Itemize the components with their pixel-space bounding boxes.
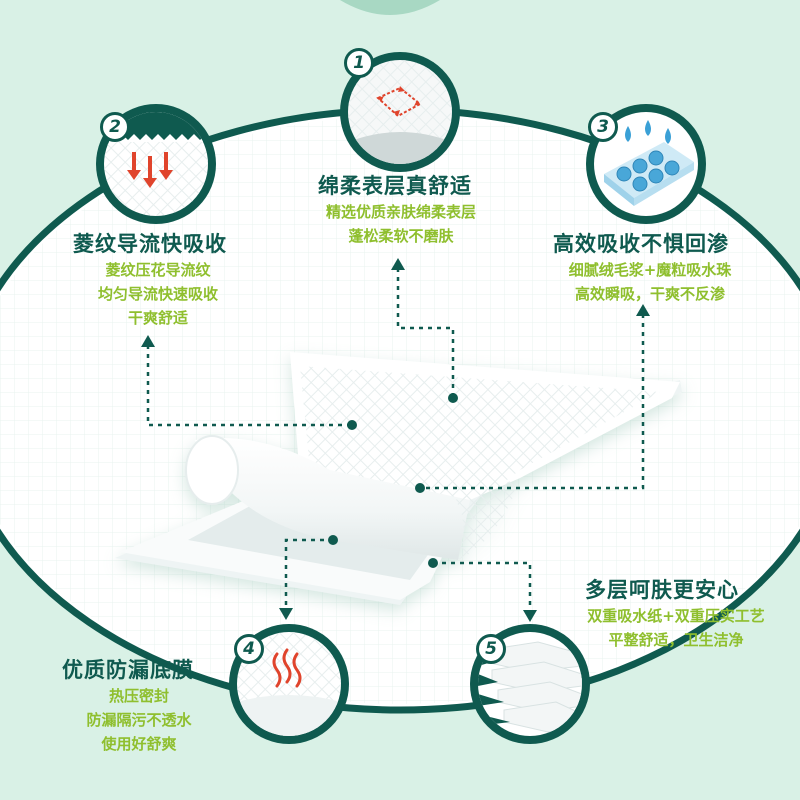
- soft-surface-icon: [348, 60, 452, 164]
- product-pad: [115, 352, 682, 605]
- feature-4-line: 使用好舒爽: [101, 735, 177, 753]
- leader-dot: [347, 420, 357, 430]
- feature-5-line: 平整舒适，卫生洁净: [608, 631, 744, 649]
- arrow-down: [523, 610, 537, 622]
- feature-2-line: 均匀导流快速吸收: [97, 285, 218, 303]
- arrow-up: [141, 335, 155, 347]
- feature-2-description: 菱纹压花导流纹 均匀导流快速吸收 干爽舒适: [63, 258, 253, 330]
- feature-3-number: 3: [588, 112, 618, 142]
- feature-1-line: 蓬松柔软不磨肤: [348, 227, 454, 245]
- feature-5-number: 5: [476, 634, 506, 664]
- feature-4-line: 热压密封: [108, 687, 169, 705]
- arrow-up: [636, 304, 650, 316]
- feature-3-title: 高效吸收不惧回渗: [553, 232, 729, 256]
- leaf-decoration: [340, 0, 440, 15]
- feature-2-circle: [96, 104, 216, 224]
- arrow-down: [279, 608, 293, 620]
- feature-1-circle: [340, 52, 460, 172]
- feature-2-number: 2: [100, 112, 130, 142]
- leader-lines: [146, 268, 645, 612]
- feature-4-description: 热压密封 防漏隔污不透水 使用好舒爽: [44, 684, 234, 756]
- feature-4-line: 防漏隔污不透水: [86, 711, 192, 729]
- arrow-up: [391, 258, 405, 270]
- feature-3-line: 细腻绒毛浆+魔粒吸水珠: [568, 261, 732, 279]
- feature-2-line: 干爽舒适: [127, 309, 188, 327]
- leader-dot: [448, 393, 458, 403]
- absorbent-beads-icon: [604, 120, 694, 206]
- feature-1-title: 绵柔表层真舒适: [318, 174, 472, 198]
- feature-4-title: 优质防漏底膜: [62, 658, 194, 682]
- feature-2-title: 菱纹导流快吸收: [73, 232, 227, 256]
- leader-dot: [328, 535, 338, 545]
- feature-3-line: 高效瞬吸，干爽不反渗: [574, 285, 725, 303]
- feature-5-description: 双重吸水纸+双重压实工艺 平整舒适，卫生洁净: [560, 604, 792, 652]
- feature-2-line: 菱纹压花导流纹: [105, 261, 211, 279]
- leader-dot: [415, 483, 425, 493]
- feature-4-number: 4: [234, 634, 264, 664]
- feature-1-description: 精选优质亲肤绵柔表层 蓬松柔软不磨肤: [306, 200, 496, 248]
- feature-1-line: 精选优质亲肤绵柔表层: [325, 203, 476, 221]
- feature-5-title: 多层呵肤更安心: [585, 578, 739, 602]
- feature-1-number: 1: [344, 48, 374, 78]
- feature-5-line: 双重吸水纸+双重压实工艺: [587, 607, 765, 625]
- feature-3-description: 细腻绒毛浆+魔粒吸水珠 高效瞬吸，干爽不反渗: [540, 258, 760, 306]
- leader-dot: [428, 558, 438, 568]
